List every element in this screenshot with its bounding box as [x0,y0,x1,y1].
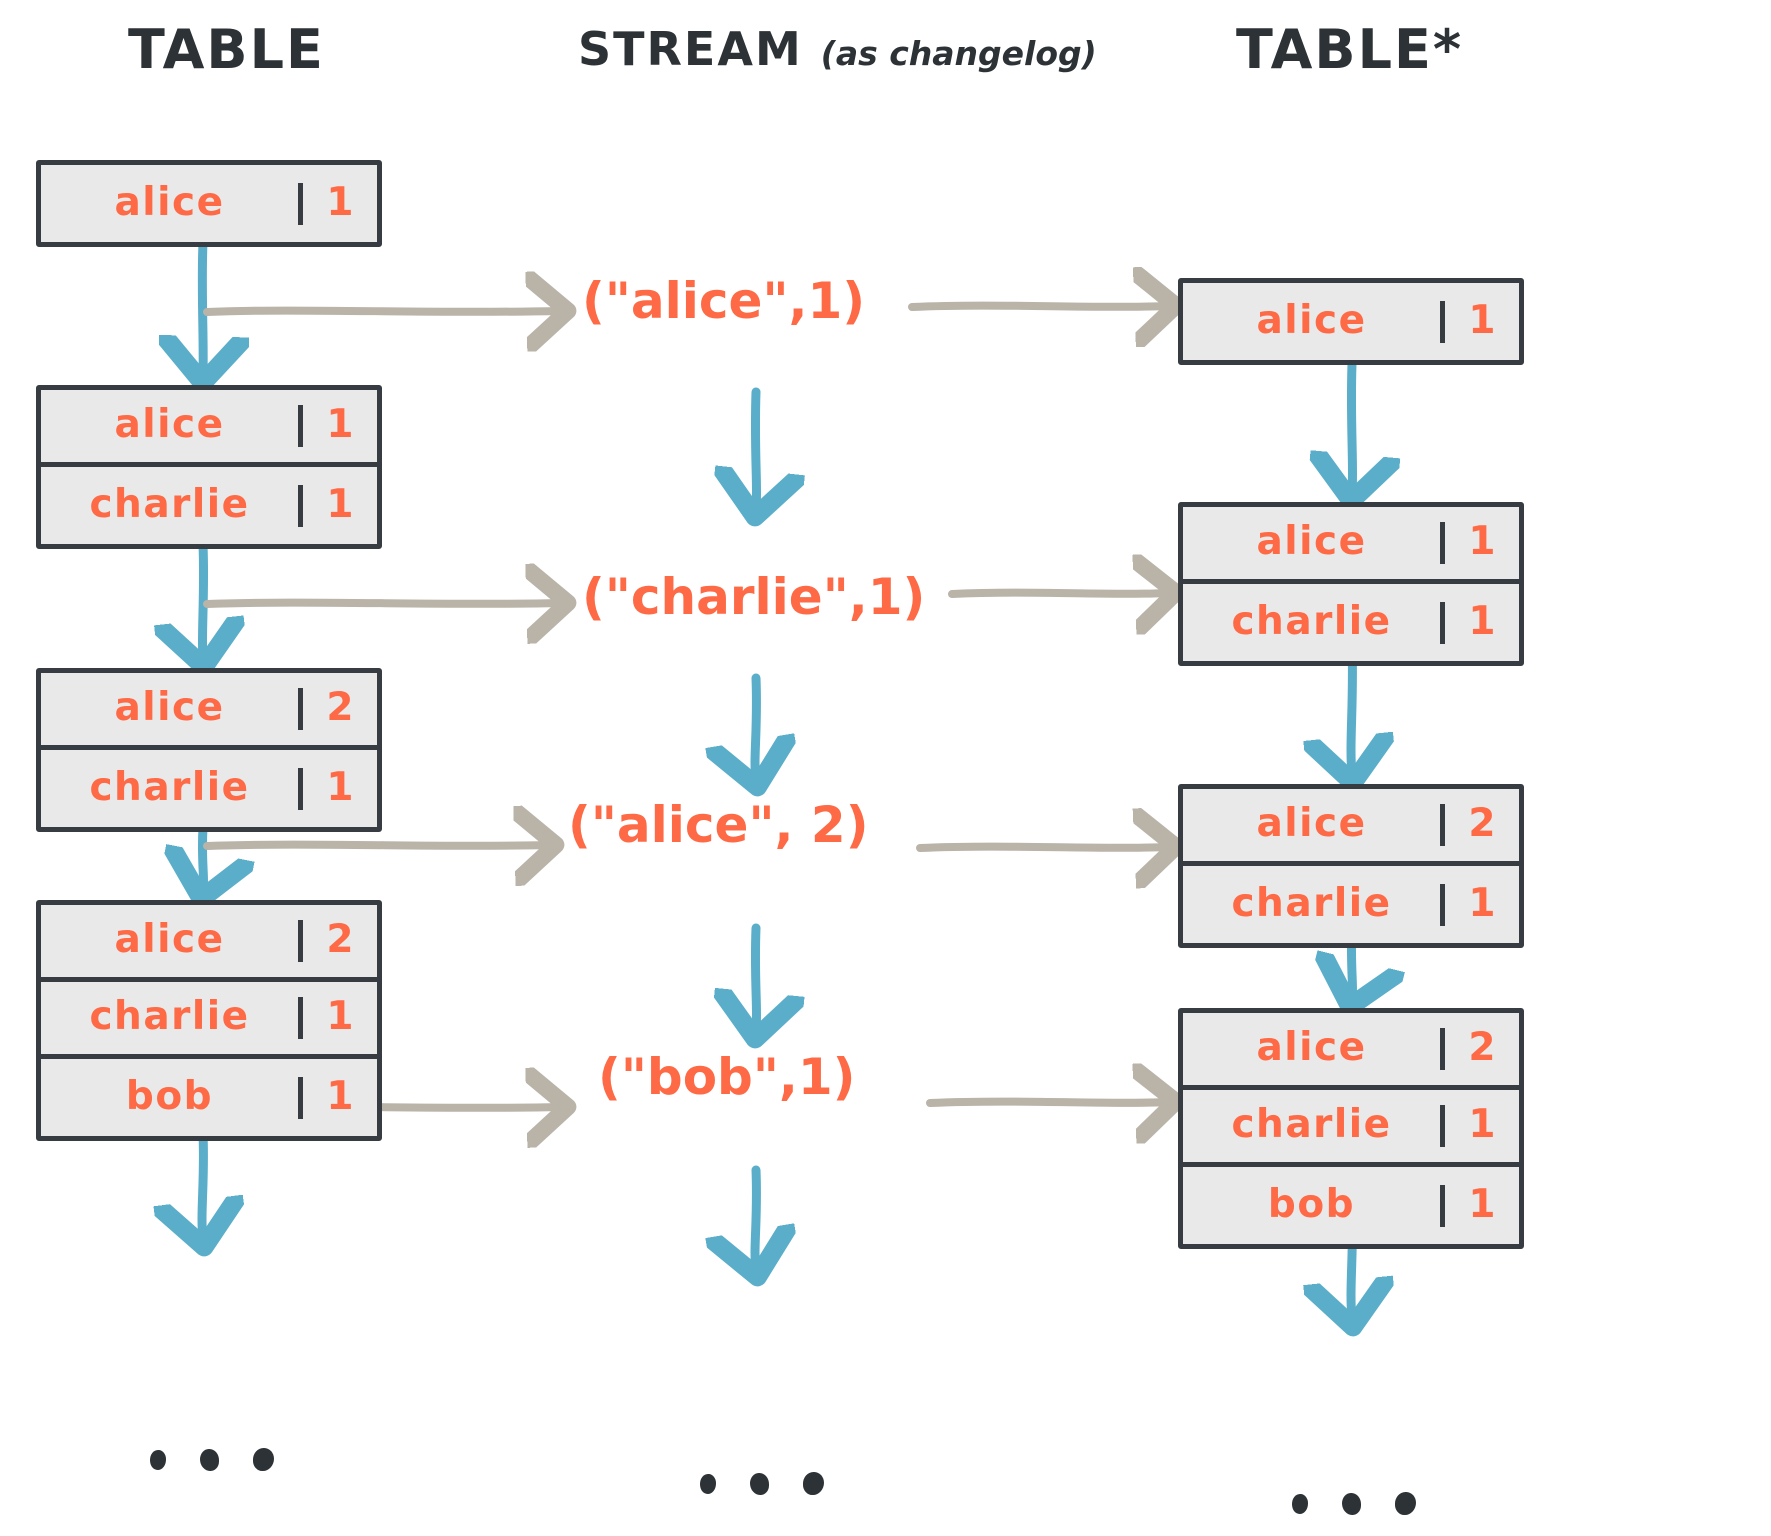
row-value: 1 [1468,297,1496,343]
row-value: 2 [326,917,354,962]
ellipsis-dot [700,1473,716,1494]
right-table-0: alice 1 [1178,278,1524,365]
row-key: alice [41,405,303,447]
row-key: charlie [1183,1105,1445,1147]
ellipsis-dot [750,1472,769,1495]
ellipsis-dot [1395,1492,1416,1515]
row-key: alice [1183,804,1445,846]
table-row: alice 2 [41,905,377,982]
row-value: 1 [326,1073,354,1119]
left-table-2: alice 2 charlie 1 [36,668,382,832]
stream-tuple-1: ("charlie",1) [582,572,925,622]
row-value: 1 [326,994,354,1039]
table-row: alice 1 [1183,507,1519,584]
row-key: alice [41,688,303,730]
row-value: 2 [1468,1025,1496,1070]
across-arrows-stream-to-table [908,306,1168,1103]
table-row: alice 1 [41,390,377,467]
table-row: alice 2 [41,673,377,750]
row-key: alice [41,182,303,225]
stream-tuple-0-text: ("alice",1) [582,272,866,330]
ellipsis-dot [803,1472,824,1495]
row-key: charlie [1183,883,1445,926]
stream-tuple-2: ("alice", 2) [568,800,869,850]
table-row: charlie 1 [41,982,377,1059]
row-value: 1 [1468,519,1496,564]
stream-tuple-2-text: ("alice", 2) [568,796,869,854]
table-row: bob 1 [1183,1167,1519,1244]
table-row: bob 1 [41,1059,377,1136]
table-row: alice 1 [1183,283,1519,360]
table-row: alice 1 [41,165,377,242]
left-table-1: alice 1 charlie 1 [36,385,382,549]
row-value: 1 [1468,880,1496,926]
row-value: 2 [1468,801,1496,846]
column-heading-table-star: Table* [1236,18,1463,81]
column-heading-table-star-text: Table* [1236,18,1464,81]
ellipsis-left [150,1448,274,1471]
row-value: 2 [326,685,354,730]
right-table-3: alice 2 charlie 1 bob 1 [1178,1008,1524,1249]
row-value: 1 [326,402,354,447]
column-heading-table: Table [128,18,325,81]
row-key: alice [1183,522,1445,564]
right-table-1: alice 1 charlie 1 [1178,502,1524,666]
table-row: alice 2 [1183,789,1519,866]
left-table-0: alice 1 [36,160,382,247]
row-key: alice [1183,300,1445,343]
ellipsis-dot [150,1449,166,1470]
row-value: 1 [326,764,354,810]
table-row: charlie 1 [41,750,377,827]
row-key: charlie [41,484,303,527]
right-table-2: alice 2 charlie 1 [1178,784,1524,948]
row-value: 1 [326,481,354,527]
column-heading-stream: Stream (as changelog) [578,22,1097,76]
table-row: charlie 1 [41,467,377,544]
row-value: 1 [1468,1102,1496,1147]
row-key: bob [1183,1184,1445,1227]
row-key: charlie [41,767,303,810]
left-table-3: alice 2 charlie 1 bob 1 [36,900,382,1141]
row-key: charlie [1183,601,1445,644]
ellipsis-dot [253,1448,274,1471]
row-key: alice [41,920,303,962]
row-value: 1 [1468,598,1496,644]
ellipsis-dot [1342,1492,1361,1515]
ellipsis-dot [200,1448,219,1471]
row-key: bob [41,1076,303,1119]
stream-tuple-1-text: ("charlie",1) [582,568,926,626]
row-key: charlie [41,997,303,1039]
ellipsis-right [1292,1492,1416,1515]
row-value: 1 [326,179,354,225]
table-row: charlie 1 [1183,1090,1519,1167]
stream-tuple-3-text: ("bob",1) [598,1048,856,1106]
row-value: 1 [1468,1181,1496,1227]
stream-tuple-0: ("alice",1) [582,276,865,326]
stream-tuple-3: ("bob",1) [598,1052,856,1102]
column-heading-table-text: Table [128,18,325,81]
table-row: charlie 1 [1183,866,1519,943]
ellipsis-center [700,1472,824,1495]
table-row: charlie 1 [1183,584,1519,661]
column-heading-stream-subtitle: (as changelog) [820,34,1097,73]
table-row: alice 2 [1183,1013,1519,1090]
ellipsis-dot [1292,1493,1308,1514]
column-heading-stream-text: Stream [578,22,803,76]
row-key: alice [1183,1028,1445,1070]
